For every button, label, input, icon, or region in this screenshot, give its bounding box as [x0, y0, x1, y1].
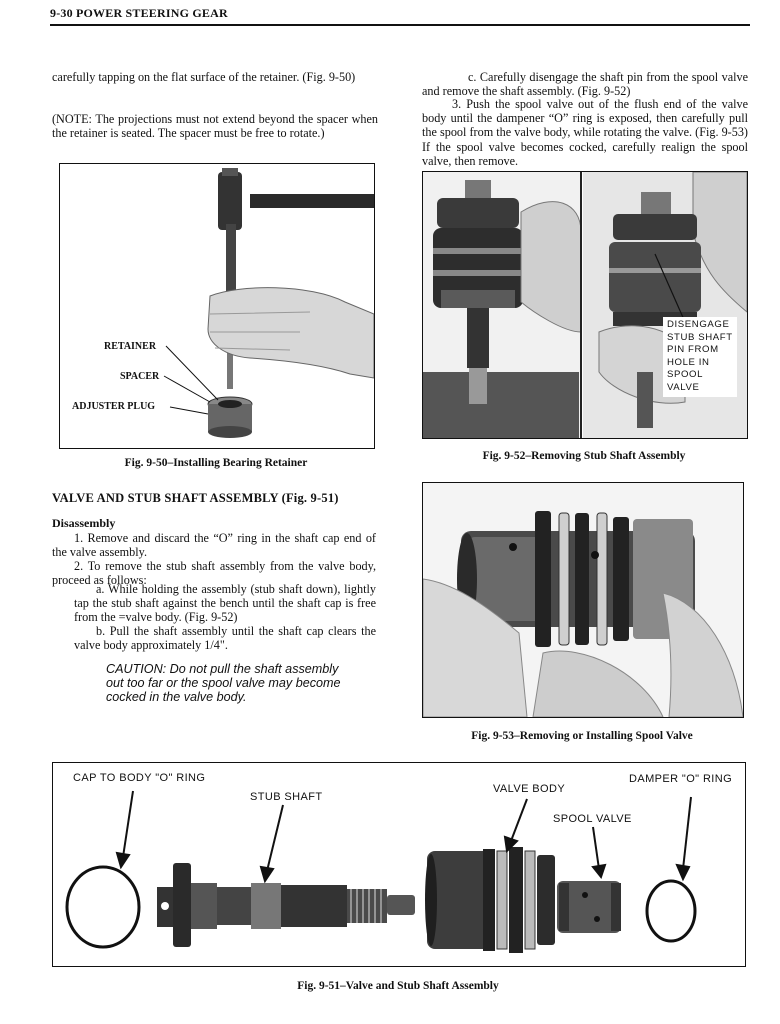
step-2c: c. Carefully disengage the shaft pin fro…: [422, 70, 748, 99]
figure-9-53-photo: [422, 482, 744, 718]
step-2: 2. To remove the stub shaft assembly fro…: [52, 559, 376, 588]
paragraph-retainer-tap: carefully tapping on the flat surface of…: [52, 70, 356, 84]
label-stub-shaft: STUB SHAFT: [250, 791, 323, 803]
paragraph-note: (NOTE: The projections must not extend b…: [52, 112, 378, 141]
callout-line-2: STUB SHAFT: [667, 331, 733, 343]
callout-line-4: HOLE IN: [667, 356, 710, 368]
label-retainer: RETAINER: [104, 341, 157, 352]
section-heading: VALVE AND STUB SHAFT ASSEMBLY (Fig. 9-51…: [52, 491, 339, 505]
stub-shaft-removal-illustration: [423, 172, 747, 438]
callout-line-5: SPOOL: [667, 369, 704, 381]
caution-note: CAUTION: Do not pull the shaft assembly …: [106, 662, 341, 704]
label-valve-body: VALVE BODY: [493, 783, 566, 795]
label-spacer: SPACER: [120, 371, 160, 382]
subheading-disassembly: Disassembly: [52, 516, 116, 530]
caption-fig-9-52: Fig. 9-52–Removing Stub Shaft Assembly: [482, 450, 686, 462]
caption-fig-9-53: Fig. 9-53–Removing or Installing Spool V…: [471, 730, 693, 742]
step-3: 3. Push the spool valve out of the flush…: [422, 97, 748, 168]
disengage-callout: DISENGAGE STUB SHAFT PIN FROM HOLE IN SP…: [663, 317, 737, 397]
page-header: 9-30 POWER STEERING GEAR: [50, 6, 228, 20]
label-damper-o-ring: DAMPER "O" RING: [629, 773, 733, 785]
figure-9-51-exploded-view: CAP TO BODY "O" RING STUB SHAFT VALVE BO…: [52, 762, 746, 967]
valve-stub-shaft-exploded-illustration: [65, 790, 697, 953]
label-cap-to-body-o-ring: CAP TO BODY "O" RING: [73, 772, 206, 784]
label-adjuster-plug: ADJUSTER PLUG: [72, 401, 156, 412]
bearing-retainer-illustration: [163, 168, 374, 438]
label-spool-valve: SPOOL VALVE: [553, 813, 632, 825]
callout-line-1: DISENGAGE: [667, 319, 730, 330]
caption-fig-9-50: Fig. 9-50–Installing Bearing Retainer: [124, 457, 308, 469]
callout-line-6: VALVE: [667, 381, 700, 393]
caption-fig-9-51: Fig. 9-51–Valve and Stub Shaft Assembly: [297, 980, 499, 992]
callout-line-3: PIN FROM: [667, 344, 719, 356]
step-1: 1. Remove and discard the “O” ring in th…: [52, 531, 376, 560]
spool-valve-illustration: [423, 483, 743, 717]
header-rule: [50, 24, 750, 26]
figure-9-52-photo: DISENGAGE STUB SHAFT PIN FROM HOLE IN SP…: [422, 171, 748, 439]
step-2b: b. Pull the shaft assembly until the sha…: [74, 624, 376, 653]
step-2a: a. While holding the assembly (stub shaf…: [74, 582, 376, 625]
figure-9-50-photo: RETAINER SPACER ADJUSTER PLUG: [59, 163, 375, 449]
